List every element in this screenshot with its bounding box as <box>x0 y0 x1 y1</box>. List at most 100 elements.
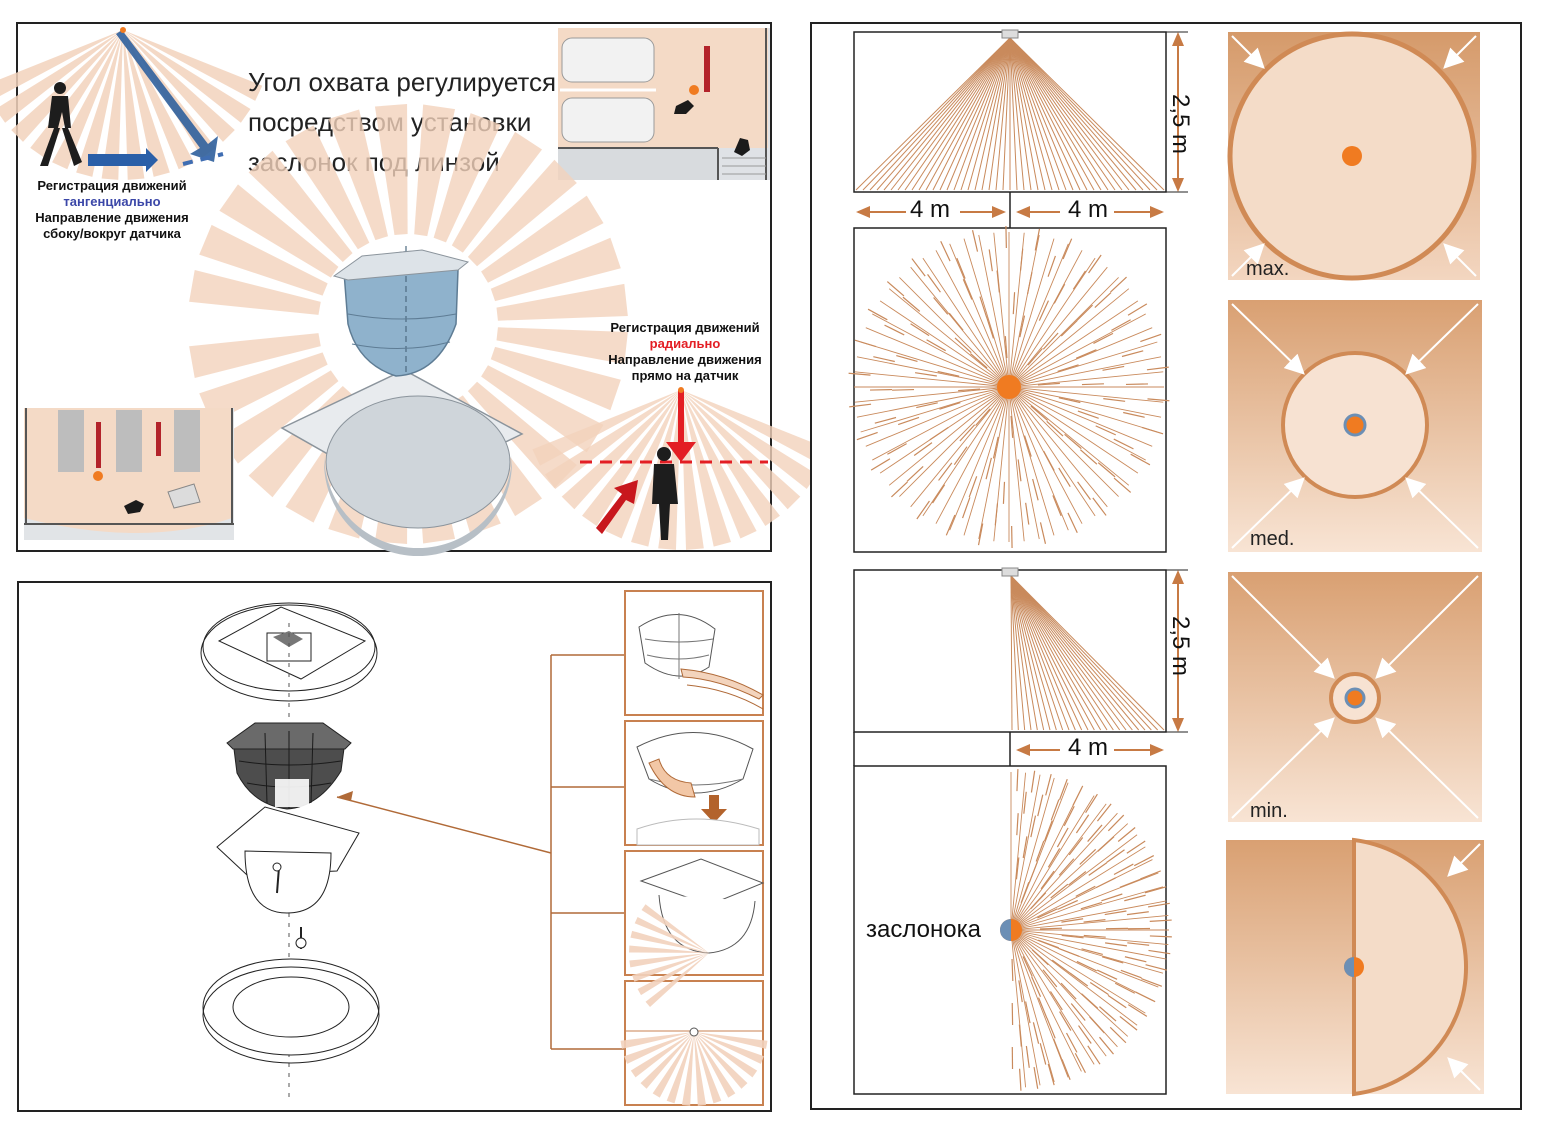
brick-line <box>1144 886 1167 894</box>
spoke-line <box>1008 257 1096 388</box>
spoke-line <box>1010 929 1138 1026</box>
brick-line <box>1127 303 1148 316</box>
spoke-line <box>922 386 1010 517</box>
brick-line <box>1107 814 1125 832</box>
level-half-icon <box>1226 837 1484 1097</box>
brick-line <box>988 249 993 272</box>
beam-line <box>1010 575 1108 731</box>
beam-line <box>904 37 1011 191</box>
brick-line <box>929 426 949 441</box>
brick-line <box>1033 1066 1039 1089</box>
up-arrow <box>596 480 638 534</box>
brick-line <box>1087 1045 1101 1065</box>
beam-wedge <box>681 390 830 466</box>
beam-line <box>1010 575 1045 731</box>
brick-line <box>1030 405 1048 421</box>
brick-line <box>1061 918 1084 923</box>
spoke-line <box>888 386 1010 486</box>
brick-line <box>1025 502 1030 525</box>
beam-line <box>1009 37 1025 191</box>
spoke-line <box>1010 859 1153 931</box>
spoke-line <box>922 257 1010 388</box>
brick-line <box>1061 1059 1071 1080</box>
brick-line <box>1060 982 1077 1000</box>
beam-line <box>1010 575 1133 731</box>
brick-line <box>1130 453 1151 466</box>
brick-line <box>1126 840 1146 854</box>
brick-line <box>1027 348 1043 366</box>
brick-line <box>1081 948 1103 956</box>
brick-line <box>1019 248 1024 271</box>
brick-line <box>1148 949 1171 955</box>
spoke-line <box>978 386 1010 540</box>
brick-line <box>1070 1003 1086 1021</box>
brick-line <box>897 416 920 426</box>
brick-line <box>1117 827 1136 842</box>
beam-line <box>1010 575 1026 731</box>
spoke-line <box>1010 812 1118 931</box>
brick-line <box>1126 911 1149 916</box>
spoke-line <box>1008 234 1040 388</box>
brick-line <box>1047 848 1061 868</box>
beam-wedge <box>681 390 704 550</box>
brick-line <box>1095 877 1116 889</box>
radial-scene <box>532 387 830 550</box>
spoke-line <box>1010 900 1167 931</box>
spoke-line <box>888 288 1010 388</box>
brick-line <box>1019 315 1026 338</box>
beam-line <box>967 37 1011 191</box>
brick-line <box>891 481 908 498</box>
spoke-line <box>1010 929 1167 960</box>
brick-line <box>1113 477 1132 493</box>
brick-line <box>1099 1036 1114 1055</box>
beam-wedge <box>433 113 501 243</box>
brick-line <box>1023 791 1027 814</box>
beam-wedge <box>0 30 123 123</box>
brick-line <box>1113 863 1134 876</box>
spoke-line <box>1010 929 1129 1037</box>
brick-line <box>1034 228 1041 251</box>
beam-wedge <box>496 283 628 321</box>
brick-line <box>873 356 895 363</box>
brick-line <box>1147 902 1170 908</box>
spoke-line <box>854 386 1010 403</box>
spoke-line <box>1010 788 1082 931</box>
beam-wedge <box>101 30 123 180</box>
beam-line <box>869 37 1011 191</box>
tangential-line1: Регистрация движений <box>37 178 187 193</box>
brick-line <box>1124 956 1147 963</box>
brick-line <box>1037 382 1060 386</box>
brick-line <box>1076 960 1097 972</box>
brick-line <box>933 297 949 315</box>
spoke-line <box>865 386 1010 447</box>
spoke-line <box>1008 371 1164 388</box>
beam-line <box>1009 37 1081 191</box>
beam-line <box>1010 575 1146 731</box>
spoke-line <box>1008 243 1069 388</box>
beam-wedge <box>248 150 353 262</box>
brick-line <box>937 370 960 377</box>
brick-line <box>970 353 988 369</box>
brick-line <box>1079 449 1098 465</box>
beam-wedge <box>189 270 321 315</box>
tangential-beam-fan <box>0 27 263 180</box>
walking-man-icon <box>40 82 82 166</box>
beam-line <box>883 37 1011 191</box>
brick-line <box>1050 799 1060 821</box>
level-max-label: max. <box>1246 258 1290 280</box>
brick-line <box>1053 1038 1063 1060</box>
spoke-line <box>1010 834 1138 931</box>
spoke-line <box>1010 929 1146 1014</box>
radial-line4: прямо на датчик <box>631 368 739 383</box>
spoke-line <box>856 386 1010 418</box>
spoke-line <box>1008 288 1130 388</box>
spoke-line <box>879 300 1010 388</box>
beam-line <box>1010 575 1013 731</box>
brick-line <box>1141 426 1164 435</box>
beam-wedge <box>490 346 621 411</box>
beam-wedge <box>532 390 681 466</box>
spoke-line <box>856 356 1010 388</box>
brick-line <box>953 446 968 466</box>
radial-caption: Регистрация движений радиально Направлен… <box>600 320 770 384</box>
brick-line <box>1043 450 1055 471</box>
